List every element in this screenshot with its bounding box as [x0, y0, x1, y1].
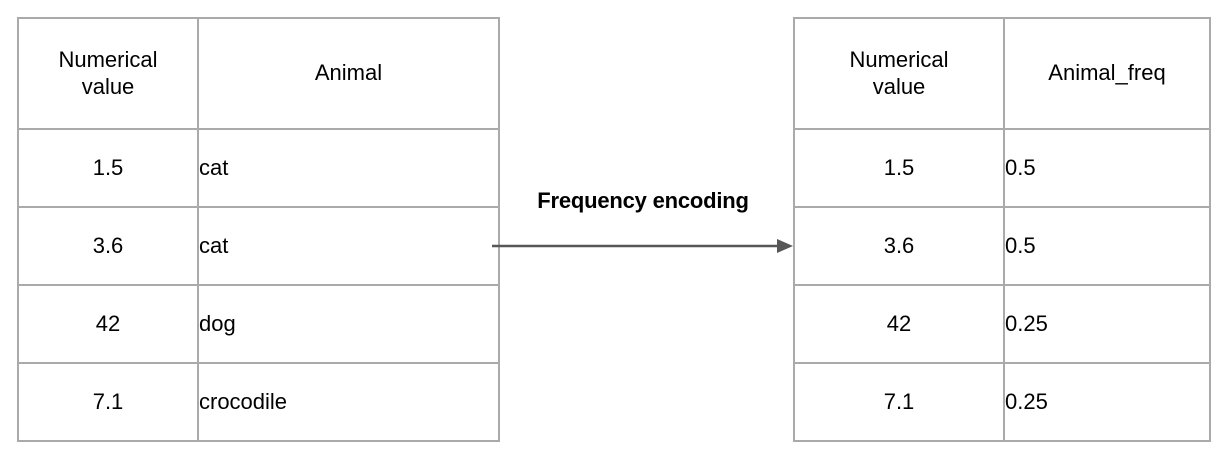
- cell-animal: cat: [197, 128, 500, 208]
- table-row: 42 0.25: [793, 284, 1211, 364]
- cell-animal: dog: [197, 284, 500, 364]
- cell-numerical-value: 42: [793, 284, 1005, 364]
- cell-animal: cat: [197, 206, 500, 286]
- header-animal: Animal: [197, 17, 500, 130]
- cell-numerical-value: 1.5: [793, 128, 1005, 208]
- transformation-label: Frequency encoding: [537, 188, 749, 213]
- table-header-row: Numerical value Animal: [17, 17, 500, 130]
- table-header-row: Numerical value Animal_freq: [793, 17, 1211, 130]
- header-line-1: Animal_freq: [1048, 60, 1166, 86]
- table-row: 3.6 0.5: [793, 206, 1211, 286]
- cell-numerical-value: 42: [17, 284, 199, 364]
- table-row: 1.5 0.5: [793, 128, 1211, 208]
- arrow-right-icon: [492, 239, 793, 253]
- header-line-1: Numerical: [849, 47, 949, 73]
- table-row: 1.5 cat: [17, 128, 500, 208]
- header-numerical-value: Numerical value: [17, 17, 199, 130]
- header-line-1: Numerical: [58, 47, 158, 73]
- original-table: Numerical value Animal 1.5 cat 3.6 cat 4…: [17, 17, 500, 442]
- table-row: 7.1 0.25: [793, 362, 1211, 442]
- table-row: 7.1 crocodile: [17, 362, 500, 442]
- cell-animal-freq: 0.5: [1003, 206, 1211, 286]
- cell-animal-freq: 0.25: [1003, 362, 1211, 442]
- cell-numerical-value: 7.1: [17, 362, 199, 442]
- cell-numerical-value: 7.1: [793, 362, 1005, 442]
- transformation-group: Frequency encoding: [492, 188, 794, 268]
- cell-numerical-value: 1.5: [17, 128, 199, 208]
- cell-animal: crocodile: [197, 362, 500, 442]
- table-row: 3.6 cat: [17, 206, 500, 286]
- encoded-table: Numerical value Animal_freq 1.5 0.5 3.6 …: [793, 17, 1211, 442]
- header-animal-freq: Animal_freq: [1003, 17, 1211, 130]
- table-row: 42 dog: [17, 284, 500, 364]
- header-line-2: value: [872, 73, 926, 99]
- cell-animal-freq: 0.25: [1003, 284, 1211, 364]
- header-line-1: Animal: [314, 60, 383, 86]
- cell-numerical-value: 3.6: [17, 206, 199, 286]
- cell-animal-freq: 0.5: [1003, 128, 1211, 208]
- header-numerical-value: Numerical value: [793, 17, 1005, 130]
- header-line-2: value: [81, 73, 135, 99]
- cell-numerical-value: 3.6: [793, 206, 1005, 286]
